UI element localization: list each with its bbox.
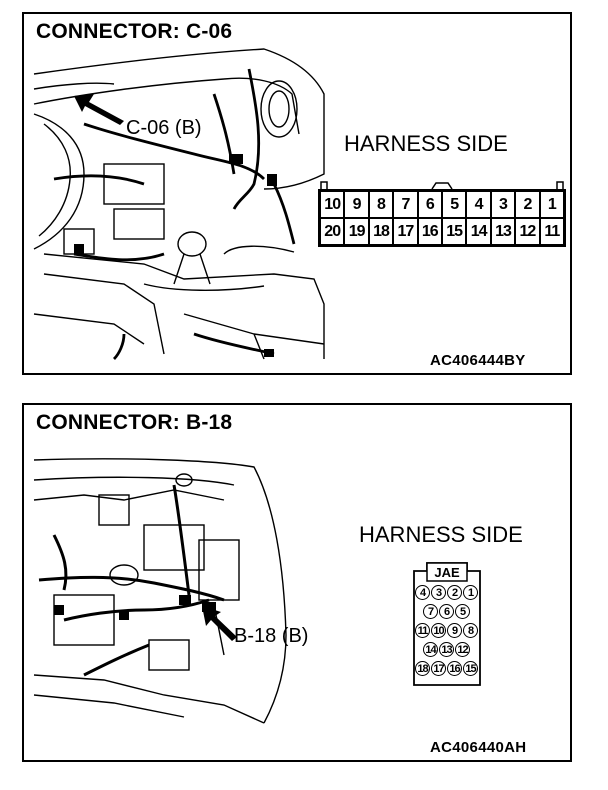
pin: 19 <box>344 218 369 245</box>
pin: 3 <box>490 191 516 218</box>
pin: 20 <box>320 218 345 245</box>
pin: 8 <box>368 191 394 218</box>
pin: 7 <box>393 191 418 218</box>
pin: 1 <box>463 585 478 600</box>
pin: 7 <box>423 604 438 619</box>
figure-code: AC406440AH <box>430 739 527 756</box>
connector-callout: C-06 (B) <box>126 117 202 139</box>
pin: 4 <box>466 191 491 218</box>
arrow-icon <box>202 606 237 641</box>
pin: 14 <box>466 218 491 245</box>
pin: 16 <box>417 218 442 245</box>
pin: 15 <box>441 218 467 245</box>
pin: 12 <box>515 218 540 245</box>
harness-side-label: HARNESS SIDE <box>359 522 523 547</box>
pin: 10 <box>320 191 345 218</box>
pin: 18 <box>368 218 394 245</box>
connector-maker-label: JAE <box>434 565 460 580</box>
connector-b18-panel: CONNECTOR: B-18 <box>22 403 572 762</box>
pin: 3 <box>431 585 446 600</box>
engine-bay-wiring-illustration <box>33 458 287 724</box>
dashboard-wiring-illustration <box>33 48 325 360</box>
harness-side-label: HARNESS SIDE <box>344 131 508 156</box>
pin: 5 <box>455 604 470 619</box>
panel-title: CONNECTOR: B-18 <box>36 411 233 434</box>
pin: 12 <box>455 642 470 657</box>
pin: 5 <box>441 191 467 218</box>
figure-code: AC406444BY <box>430 352 526 369</box>
pin: 18 <box>415 661 430 676</box>
pin: 6 <box>439 604 454 619</box>
pin: 17 <box>393 218 418 245</box>
connector-c06-pin-grid: 10 9 8 7 6 5 4 3 2 1 20 19 18 17 16 15 1… <box>318 189 566 247</box>
pin: 15 <box>463 661 478 676</box>
pin: 17 <box>431 661 446 676</box>
pin: 10 <box>431 623 446 638</box>
pin: 11 <box>539 218 564 245</box>
pin: 16 <box>447 661 462 676</box>
pin: 8 <box>463 623 478 638</box>
pin: 14 <box>423 642 438 657</box>
pin: 13 <box>439 642 454 657</box>
pin: 2 <box>515 191 540 218</box>
pin: 9 <box>447 623 462 638</box>
pin: 11 <box>415 623 430 638</box>
pin: 1 <box>539 191 564 218</box>
arrow-icon <box>74 94 124 125</box>
pin: 6 <box>417 191 442 218</box>
connector-callout: B-18 (B) <box>234 625 309 647</box>
pin: 9 <box>344 191 369 218</box>
pin: 13 <box>490 218 516 245</box>
connector-c06-panel: CONNECTOR: C-06 <box>22 12 572 375</box>
pin: 4 <box>415 585 430 600</box>
panel-title: CONNECTOR: C-06 <box>36 20 233 43</box>
pin: 2 <box>447 585 462 600</box>
